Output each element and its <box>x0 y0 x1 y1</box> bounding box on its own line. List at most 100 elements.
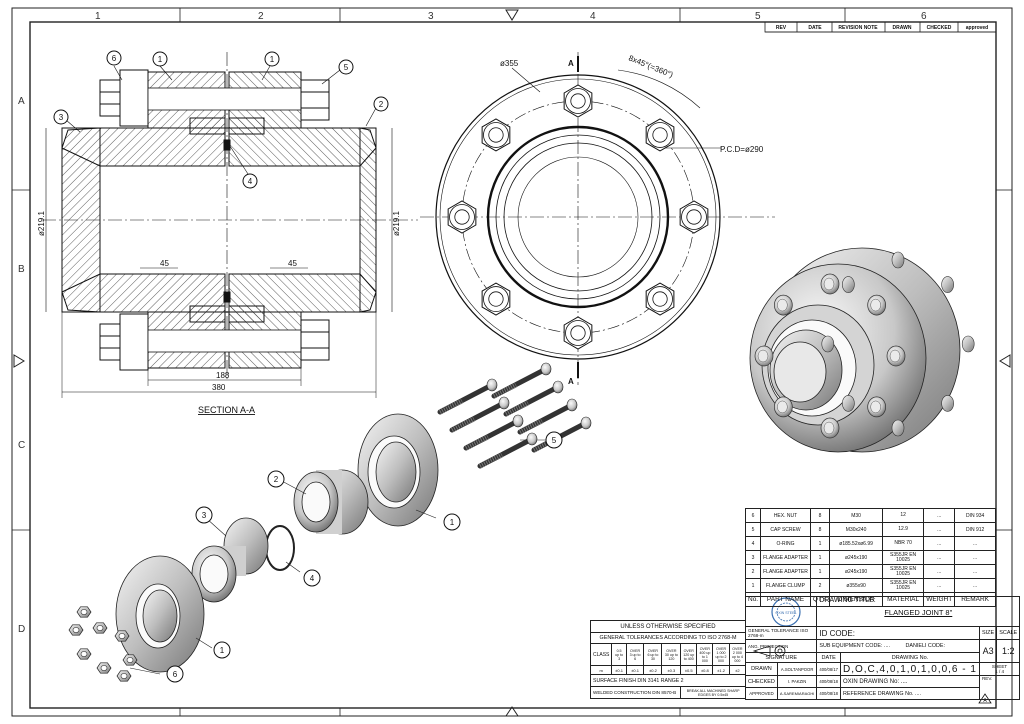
tolerance-general: GENERAL TOLERANCES ACCORDING TO ISO 2768… <box>590 632 746 644</box>
tolerance-class-label: CLASS <box>589 643 613 666</box>
zone-col-3: 3 <box>428 11 434 22</box>
cap-screw <box>449 396 510 433</box>
end-view-bolt-head <box>447 200 477 234</box>
zone-col-1: 1 <box>95 11 101 22</box>
bom-cell: ... <box>923 550 956 565</box>
dim-dia-left: ø219.1 <box>37 211 46 236</box>
end-view-bolt-head <box>481 118 511 152</box>
zone-row-c: C <box>18 440 25 451</box>
hex-nut <box>114 630 130 642</box>
tolerance-title: UNLESS OTHERWISE SPECIFIED <box>590 620 746 633</box>
drawn-label: DRAWN <box>745 662 778 676</box>
dim-pcd: P.C.D=ø290 <box>720 145 764 154</box>
zone-col-5: 5 <box>755 11 761 22</box>
bom-cell: 2 <box>744 564 762 579</box>
isometric-bolts <box>754 251 975 439</box>
sub-equipment-label: SUB EQUIPMENT CODE: <box>819 643 883 649</box>
welded-construction: WELDED CONSTRUCTION DIN 8570-B <box>589 686 682 699</box>
end-view-bolt-head <box>645 118 675 152</box>
sheet-label: SHEET <box>991 664 1008 669</box>
approved-label: APPROVED <box>745 687 778 700</box>
bom-cell: ... <box>954 578 996 593</box>
hex-nut <box>76 648 92 660</box>
zone-row-b: B <box>18 264 25 275</box>
break-edges-note: BREAK ALL MACHINED SHARP EDGES BY 0.5x45 <box>680 686 746 699</box>
surface-finish: SURFACE FINISH DIN 3141 RANGE 2 <box>590 674 746 687</box>
checked-date: 400/08/18 <box>816 675 841 688</box>
end-view-bolt-head <box>563 316 593 350</box>
bom-cell: 2 <box>809 578 831 593</box>
balloon-section-5: 5 <box>344 63 349 72</box>
approved-date: 400/08/18 <box>816 687 841 700</box>
tolerance-range: OVER 120 up to 400 <box>680 643 698 666</box>
isometric-bolt <box>820 251 905 295</box>
reference-drawing-label: REFERENCE DRAWING No. <box>843 690 914 697</box>
svg-text:A: A <box>983 698 987 704</box>
bom-cell: 3 <box>744 550 762 565</box>
bom-cell: M30x240 <box>829 522 883 537</box>
dim-total-length: 380 <box>212 383 226 392</box>
bom-cell: ... <box>923 508 956 523</box>
tolerance-value: ±0.1 <box>625 665 645 675</box>
revision-block <box>764 21 997 33</box>
bom-cell: 12 <box>881 508 925 523</box>
bom-cell: 5 <box>744 522 762 537</box>
bom-cell: 1 <box>809 564 831 579</box>
zone-col-6: 6 <box>921 11 927 22</box>
bom-cell: ... <box>954 564 996 579</box>
tolerance-m-label: m <box>589 665 613 675</box>
tolerance-block: UNLESS OTHERWISE SPECIFIED GENERAL TOLER… <box>589 620 747 699</box>
size-value: A3 <box>978 639 998 663</box>
sheet-value: 1 / 4 <box>995 669 1005 674</box>
rev-header-date: DATE <box>808 25 822 31</box>
tolerance-value: ±2 <box>728 665 747 675</box>
rev-header-note: REVISION NOTE <box>838 25 878 31</box>
bom-cell: HEX. NUT <box>760 508 811 523</box>
drawing-title: FLANGED JOINT 8" <box>884 608 953 617</box>
hex-nut <box>92 622 108 634</box>
balloon-section-3: 3 <box>59 113 64 122</box>
bevel-right: 45 <box>288 259 297 268</box>
bom-cell: ø245x190 <box>829 550 883 565</box>
hex-nut <box>122 654 138 666</box>
title-block: DRAWING TITLE: FLANGED JOINT 8" GENERAL … <box>744 596 1021 700</box>
bom-cell: NBR 70 <box>881 536 925 551</box>
tolerance-value: ±0.8 <box>696 665 714 675</box>
section-view <box>42 52 418 398</box>
balloon-section-1b: 1 <box>270 55 275 64</box>
balloon-section-6: 6 <box>112 54 117 63</box>
tolerance-value: ±1.2 <box>712 665 730 675</box>
tolerance-range: OVER 1 000 up to 2 000 <box>712 643 730 666</box>
bom-cell: S355JR EN 10025 <box>881 564 925 579</box>
oxin-drawing-value: .... <box>900 678 908 685</box>
isometric-bolt <box>867 276 954 316</box>
sub-equipment-value: .... <box>883 643 890 649</box>
bom-cell: S355JR EN 10025 <box>881 578 925 593</box>
bom-cell: FLANGE ADAPTER <box>760 550 811 565</box>
isometric-bolt <box>773 276 855 316</box>
tolerance-range: OVER 400 up to 1 000 <box>696 643 714 666</box>
bom-cell: 4 <box>744 536 762 551</box>
balloon-section-4: 4 <box>248 177 253 186</box>
exploded-hex-nuts <box>68 606 138 682</box>
tolerance-value: ±0.1 <box>611 665 627 675</box>
end-view-bolt-head <box>563 84 593 118</box>
bom-cell: 1 <box>809 536 831 551</box>
isometric-bolt <box>820 417 905 439</box>
checked-label: CHECKED <box>745 675 778 688</box>
balloon-section-1a: 1 <box>158 55 163 64</box>
balloon-exploded-3: 3 <box>202 511 207 520</box>
bom-cell: S355JR EN 10025 <box>881 550 925 565</box>
isometric-bolt <box>754 335 835 367</box>
approved-name: A.SAREMIARAGHI <box>776 687 818 700</box>
zone-col-4: 4 <box>590 11 596 22</box>
dim-od: ø355 <box>500 59 519 68</box>
hex-nut <box>96 662 112 674</box>
balloon-exploded-5: 5 <box>552 436 557 445</box>
section-marker-bottom: A <box>568 377 574 386</box>
